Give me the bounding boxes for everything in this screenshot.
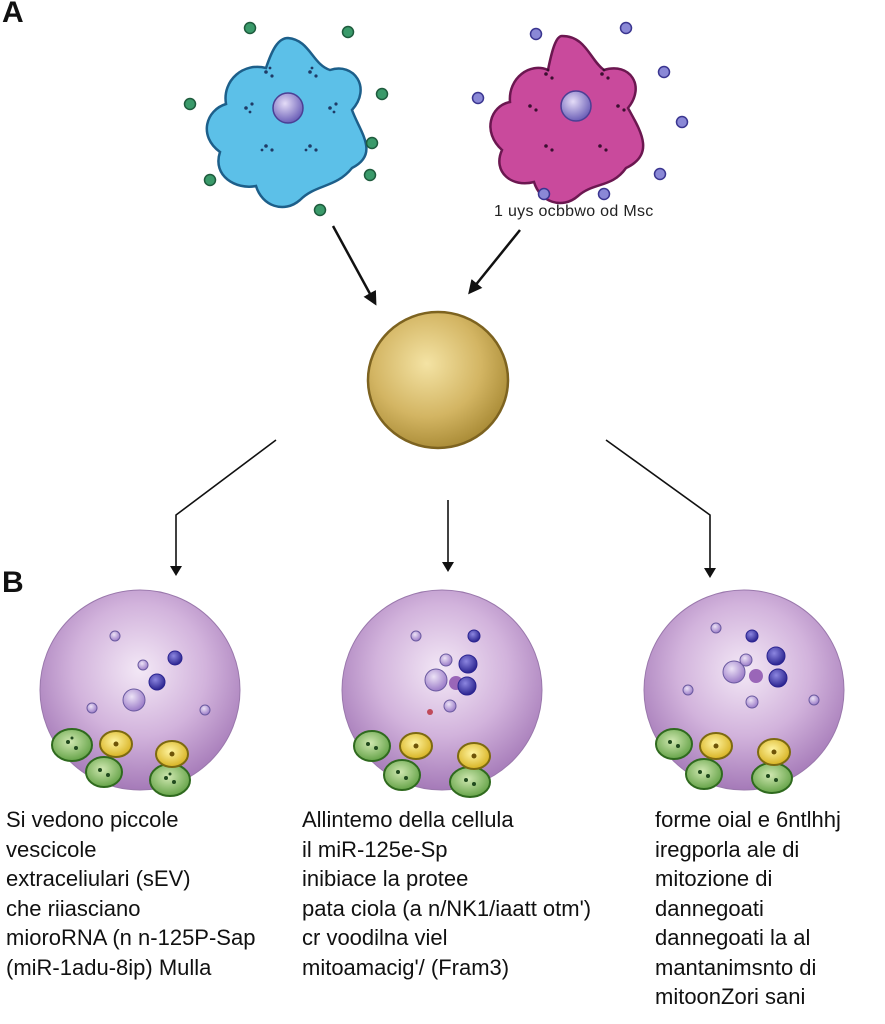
caption-line: inibiace la protee xyxy=(302,866,469,891)
blue-cell xyxy=(205,36,368,209)
caption-line: (miR-1adu-8ip) Mulla xyxy=(6,954,212,980)
caption-line: il miR-125e-Sp xyxy=(302,836,448,862)
caption-line: che riiasciano xyxy=(6,895,141,921)
caption-left: Si vedono piccole vescicole extraceliula… xyxy=(6,805,255,982)
caption-line: Allintemo della cellula xyxy=(302,807,514,832)
caption-line: extraceliulari (sEV) xyxy=(6,866,191,891)
blue-vesicles xyxy=(471,21,689,201)
caption-line: mitoamacig'/ (Fram3) xyxy=(302,954,510,980)
caption-line: cr voodilna viel xyxy=(302,925,448,950)
magenta-cell-granules xyxy=(528,68,626,152)
caption-line: pata ciola (a n/NK1/iaatt otm') xyxy=(302,895,592,921)
arrow-magenta-to-target xyxy=(468,229,521,295)
caption-line: forme oial e 6ntlhhj xyxy=(655,807,841,832)
arrow-to-left-sphere xyxy=(170,439,277,576)
green-vesicles xyxy=(183,21,389,217)
caption-line: mioroRNA (n n-125P-Sap xyxy=(6,925,256,950)
sphere-left xyxy=(39,589,241,797)
magenta-cell xyxy=(489,34,645,205)
magenta-cell-label: 1 uys ocbbwo od Msc xyxy=(494,203,654,220)
panel-label-b: B xyxy=(2,566,24,599)
panel-label-a: A xyxy=(2,0,24,29)
organelles-left xyxy=(51,728,191,797)
caption-line: vescicole xyxy=(6,836,97,862)
caption-line: mantanimsnto di xyxy=(655,954,817,980)
target-cell xyxy=(366,310,510,450)
caption-line: dannegoati la al xyxy=(655,925,811,950)
arrow-blue-to-target xyxy=(331,225,377,306)
caption-line: Si vedono piccole xyxy=(6,807,179,832)
caption-line: mitoonZori sani xyxy=(655,984,806,1009)
sphere-right xyxy=(643,589,845,794)
caption-line: iregporla ale di xyxy=(655,836,800,862)
caption-line: mitozione di xyxy=(655,866,773,891)
blue-cell-granules xyxy=(244,66,338,152)
caption-line: dannegoati xyxy=(655,895,764,921)
arrow-to-right-sphere xyxy=(605,439,716,578)
caption-middle: Allintemo della cellula il miR-125e-Sp i… xyxy=(302,805,591,982)
sphere-middle xyxy=(341,589,543,798)
organelles-right xyxy=(655,728,793,794)
caption-right: forme oial e 6ntlhhj iregporla ale di mi… xyxy=(655,805,841,1012)
organelles-middle xyxy=(353,730,491,798)
